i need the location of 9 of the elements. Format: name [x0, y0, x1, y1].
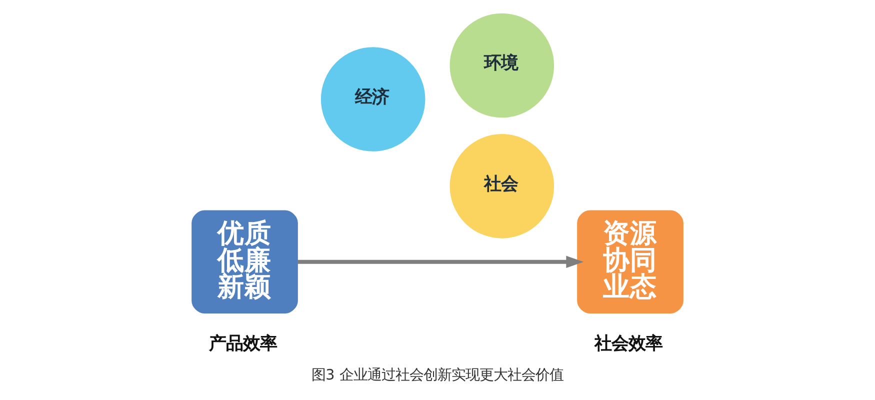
- node-box: 优质低廉新颖: [192, 210, 298, 314]
- node-circle: 社会: [448, 132, 556, 240]
- node-label: 社会效率: [594, 334, 662, 354]
- node-label: 产品效率: [208, 334, 277, 354]
- node-box: 资源协同业态: [577, 210, 684, 314]
- arrow: [297, 256, 584, 268]
- caption: 图3 企业通过社会创新实现更大社会价值: [312, 368, 564, 384]
- node-circle: 环境: [448, 11, 556, 120]
- node-circle: 经济: [318, 45, 428, 154]
